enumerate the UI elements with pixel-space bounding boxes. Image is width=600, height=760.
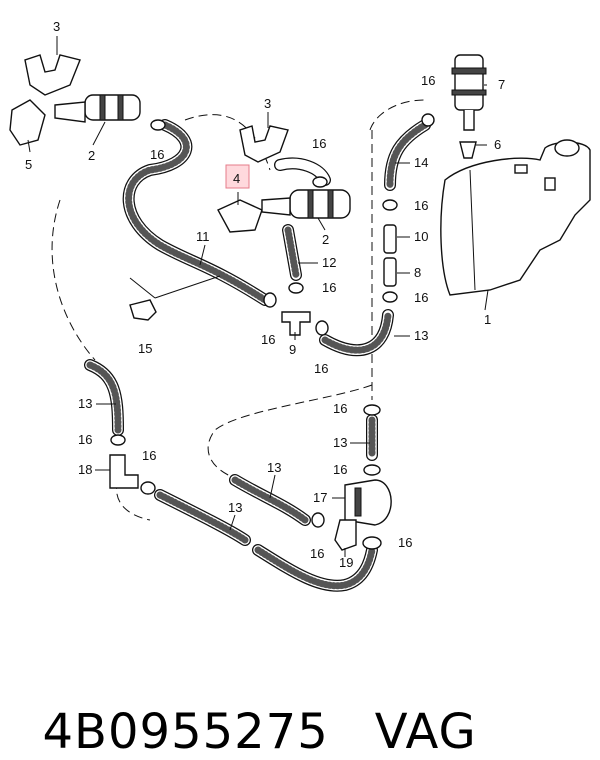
hose-clamps [110, 113, 435, 550]
callout-16: 16 [421, 73, 435, 88]
callout-16: 16 [398, 535, 412, 550]
callout-11: 11 [196, 229, 210, 244]
callout-2: 2 [322, 232, 329, 247]
callout-1: 1 [484, 312, 491, 327]
headlight-washer-system-diagram: 1 2 2 3 3 4 5 6 7 8 9 10 11 12 13 13 13 … [9, 19, 591, 592]
washer-fluid-reservoir [440, 139, 591, 296]
callout-16: 16 [333, 401, 347, 416]
callout-14: 14 [414, 155, 428, 170]
callout-13: 13 [414, 328, 428, 343]
callout-16: 16 [261, 332, 275, 347]
callout-5: 5 [25, 157, 32, 172]
elbow-connector-bottom [334, 519, 357, 551]
washer-pump [451, 54, 487, 131]
callout-18: 18 [78, 462, 92, 477]
elbow-connector-left [109, 454, 139, 489]
callout-16: 16 [414, 198, 428, 213]
callout-13: 13 [228, 500, 242, 515]
nozzle-assembly-center [261, 189, 351, 219]
callout-13: 13 [333, 435, 347, 450]
callout-16: 16 [150, 147, 164, 162]
inline-connectors [383, 224, 397, 287]
callout-16: 16 [312, 136, 326, 151]
callout-3: 3 [53, 19, 60, 34]
callout-labels: 1 2 2 3 3 4 5 6 7 8 9 10 11 12 13 13 13 … [25, 19, 505, 570]
part-number: 4B0955275 [42, 704, 329, 760]
check-valve [344, 479, 392, 526]
nozzle-assembly-left [54, 94, 141, 123]
hose-clip [129, 299, 157, 321]
brand-name: VAG [374, 704, 477, 760]
callout-16: 16 [142, 448, 156, 463]
nozzle-cover-center [217, 199, 263, 233]
nozzle-cover-left [9, 99, 46, 146]
t-piece [281, 311, 311, 336]
callout-10: 10 [414, 229, 428, 244]
callout-13: 13 [78, 396, 92, 411]
callout-15: 15 [138, 341, 152, 356]
bracket-center [239, 125, 289, 163]
callout-7: 7 [498, 77, 505, 92]
bracket-left [24, 54, 81, 96]
callout-13: 13 [267, 460, 281, 475]
callout-2: 2 [88, 148, 95, 163]
callout-12: 12 [322, 255, 336, 270]
callout-8: 8 [414, 265, 421, 280]
callout-4: 4 [233, 171, 240, 186]
pump-grommet [459, 141, 477, 159]
callout-17: 17 [313, 490, 327, 505]
callout-16: 16 [310, 546, 324, 561]
callout-3: 3 [264, 96, 271, 111]
highlight-box-item-4 [225, 164, 250, 189]
leader-lines [27, 36, 489, 557]
callout-6: 6 [494, 137, 501, 152]
callout-16: 16 [414, 290, 428, 305]
callout-16: 16 [333, 462, 347, 477]
callout-19: 19 [339, 555, 353, 570]
part-number-footer: 4B0955275 VAG [10, 648, 590, 760]
callout-9: 9 [289, 342, 296, 357]
callout-16: 16 [314, 361, 328, 376]
callout-16: 16 [78, 432, 92, 447]
callout-16: 16 [322, 280, 336, 295]
